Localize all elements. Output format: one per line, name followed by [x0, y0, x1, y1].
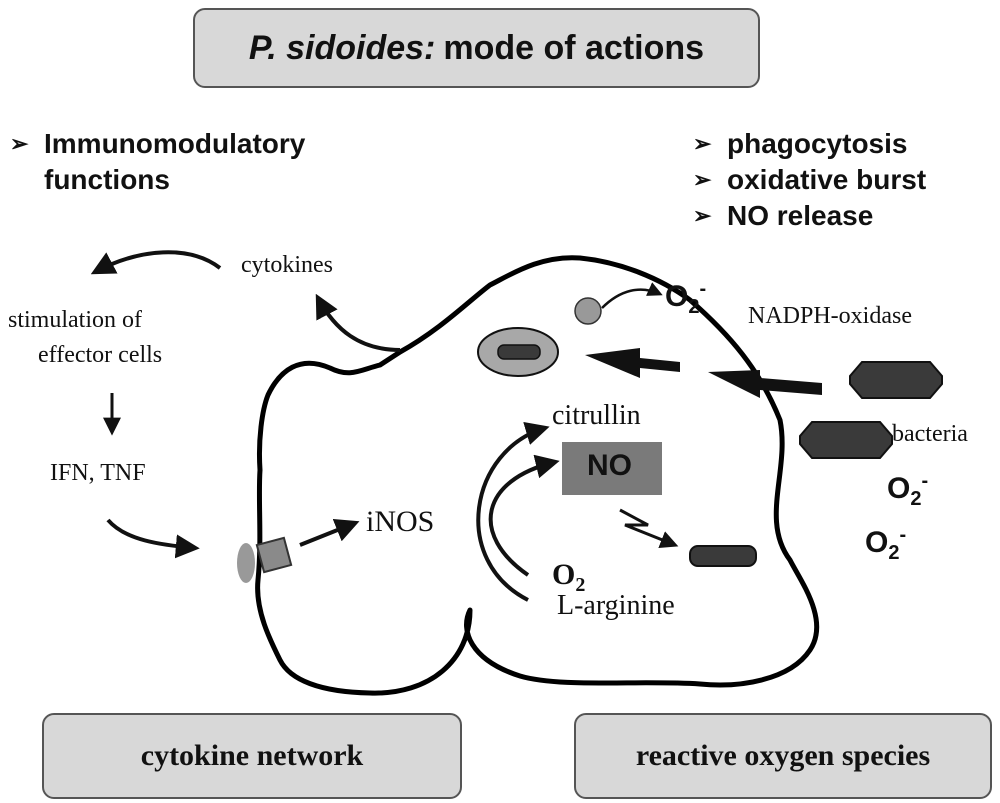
bullet-phagocytosis: ➢ phagocytosis [693, 126, 926, 162]
no-zigzag-arrow [619, 508, 679, 549]
cell-membrane [255, 255, 820, 696]
label-superoxide-top: O2- [665, 278, 707, 318]
label-ifn-tnf: IFN, TNF [50, 460, 146, 486]
label-o2: O2 [552, 558, 586, 596]
title-rest: mode of actions [443, 28, 705, 67]
arrow-cell-to-cytokines [315, 293, 401, 352]
label-inos: iNOS [366, 505, 435, 538]
bullet-no-release: ➢ NO release [693, 198, 926, 234]
bullet-text: phagocytosis [727, 128, 908, 159]
label-no: NO [587, 449, 632, 482]
phagosome-bacterium [497, 344, 541, 360]
curve-to-no [488, 454, 560, 577]
title-italic: P. sidoides: [248, 28, 436, 67]
bullet-arrow-icon: ➢ [693, 203, 712, 228]
arrow-ifn-to-receptor [106, 518, 200, 559]
label-l-arginine: L-arginine [557, 590, 675, 621]
arrow-vesicle-to-o2 [601, 282, 663, 309]
bullet-immunomodulatory: ➢ Immunomodulatory [10, 126, 305, 162]
receptor-ellipse [237, 543, 255, 583]
curve-to-citrullin [476, 421, 550, 602]
label-bacteria: bacteria [892, 421, 968, 447]
bacterium-1 [849, 361, 943, 399]
bullet-text: NO release [727, 200, 874, 231]
label-citrullin: citrullin [552, 400, 641, 431]
arrow-cytokines-to-stimulation [90, 250, 222, 275]
bullet-text: Immunomodulatory [44, 128, 306, 159]
label-superoxide-right-2: O2- [865, 524, 907, 564]
left-bullet-list: ➢ Immunomodulatory functions [10, 126, 305, 198]
bullet-text: oxidative burst [727, 164, 927, 195]
label-stimulation-2: effector cells [38, 342, 163, 368]
label-nadph-oxidase: NADPH-oxidase [748, 303, 912, 329]
title-box: P. sidoides: mode of actions [193, 8, 760, 88]
bullet-text-line2: functions [44, 164, 170, 195]
right-bullet-list: ➢ phagocytosis ➢ oxidative burst ➢ NO re… [693, 126, 926, 234]
cytokine-network-box: cytokine network [42, 713, 462, 799]
label-superoxide-right-1: O2- [887, 470, 929, 510]
label-stimulation-1: stimulation of [8, 307, 142, 333]
arrow-receptor-to-inos [299, 518, 360, 547]
bullet-arrow-icon: ➢ [693, 131, 712, 156]
nadph-vesicle [574, 297, 602, 325]
no-box [562, 442, 662, 495]
bacteria-arrow-1 [585, 348, 680, 378]
reactive-oxygen-species-box: reactive oxygen species [574, 713, 992, 799]
bullet-arrow-icon: ➢ [693, 167, 712, 192]
bullet-oxidative-burst: ➢ oxidative burst [693, 162, 926, 198]
bacteria-arrow-2 [708, 370, 822, 398]
label-cytokines: cytokines [241, 252, 333, 278]
bullet-continuation: functions [10, 162, 305, 198]
bacterium-2 [799, 421, 893, 459]
bullet-arrow-icon: ➢ [10, 131, 29, 156]
receptor-square [255, 536, 293, 574]
internal-bacterium [689, 545, 757, 567]
